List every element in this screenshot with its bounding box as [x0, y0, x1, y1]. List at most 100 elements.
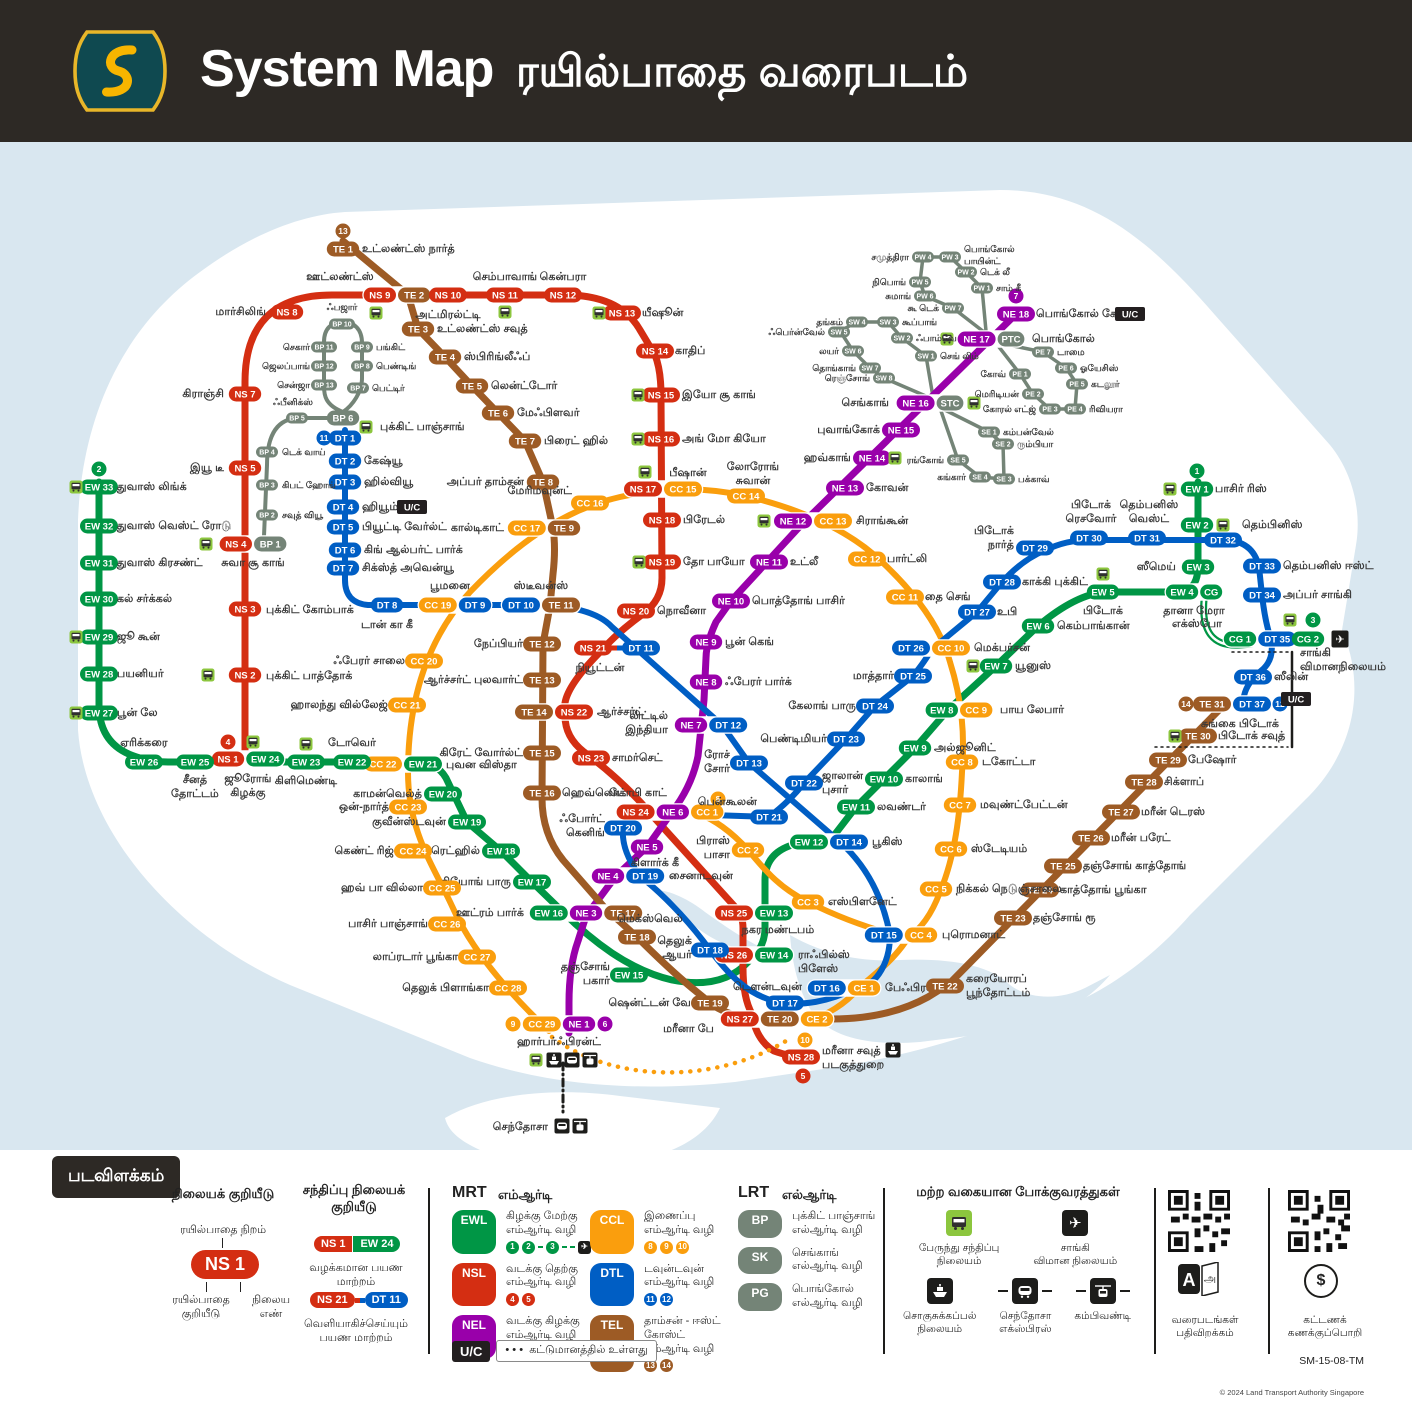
svg-text:கேஷ்யூ: கேஷ்யூ — [364, 455, 404, 468]
svg-text:உட்லண்ட்ஸ் நார்த்: உட்லண்ட்ஸ் நார்த் — [362, 243, 455, 256]
svg-text:டௌன்டவுன்: டௌன்டவுன் — [733, 981, 802, 993]
other-transport-plane: ✈சாங்கி விமான நிலையம் — [1033, 1210, 1117, 1268]
station-code-title: நிலையக் குறியீடு — [171, 1186, 275, 1201]
svg-text:U/C: U/C — [404, 503, 421, 514]
lrt-title: LRT — [738, 1184, 770, 1201]
svg-text:மெரிடியன்: மெரிடியன் — [975, 389, 1020, 400]
svg-text:TE 11: TE 11 — [549, 600, 575, 611]
svg-text:TE 23: TE 23 — [1000, 913, 1025, 924]
svg-text:டகோட்டா: டகோட்டா — [982, 756, 1036, 768]
svg-text:DT 37: DT 37 — [1239, 699, 1265, 710]
legend: படவிளக்கம் நிலையக் குறியீடு ரயில்பாதை நி… — [0, 1150, 1412, 1413]
svg-text:CC 13: CC 13 — [820, 516, 847, 527]
svg-text:தோ பாயோ: தோ பாயோ — [683, 556, 745, 569]
svg-text:பூகிஸ்: பூகிஸ் — [872, 836, 903, 849]
svg-text:NS 19: NS 19 — [649, 557, 675, 568]
legend-pill-ewl: EWL — [452, 1210, 496, 1254]
svg-text:NE 11: NE 11 — [756, 557, 783, 568]
svg-text:புக்கிட் பாத்தோக்: புக்கிட் பாத்தோக் — [266, 670, 352, 683]
svg-text:PW 5: PW 5 — [911, 279, 928, 286]
divider — [1154, 1188, 1156, 1354]
svg-text:ஃபஜார்: ஃபஜார் — [327, 302, 358, 313]
svg-text:தொங்காங்: தொங்காங் — [812, 363, 856, 374]
svg-text:சமுத்திரா: சமுத்திரா — [871, 252, 909, 263]
svg-text:லோரோங்சுவான்: லோரோங்சுவான் — [727, 461, 779, 487]
station-TE19: TE 19ஷென்ட்டன் வே — [609, 995, 729, 1011]
station-DT8: DT 8டான் கா கீ — [361, 597, 413, 631]
svg-text:3: 3 — [1311, 615, 1316, 625]
svg-text:ஹவ் பா வில்லா: ஹவ் பா வில்லா — [341, 882, 423, 894]
svg-text:PW 7: PW 7 — [944, 305, 961, 312]
station-SW7: SW 7தொங்காங் — [812, 362, 881, 374]
svg-text:CC 17: CC 17 — [513, 523, 540, 534]
svg-text:ஃபாம்வே: ஃபாம்வே — [916, 333, 957, 343]
maps-download-label: வரைபடங்கள் பதிவிறக்கம் — [1171, 1314, 1239, 1339]
svg-text:NS 24: NS 24 — [622, 807, 649, 818]
svg-text:TE 22: TE 22 — [932, 981, 957, 992]
svg-text:பாய லேபார்: பாய லேபார் — [1000, 704, 1064, 716]
line-terminal-number — [1189, 463, 1205, 479]
svg-text:TE 9: TE 9 — [554, 523, 574, 534]
svg-text:DT 25: DT 25 — [900, 671, 927, 682]
station-CC16: CC 16மேரிமவுன்ட் — [508, 485, 609, 511]
qr-fare — [1288, 1190, 1350, 1255]
svg-text:கம்பன்வேல்: கம்பன்வேல் — [1003, 427, 1054, 437]
other-transport-label: செந்தோசா எக்ஸ்பிரஸ் — [999, 1310, 1052, 1335]
svg-text:பங்கிட்: பங்கிட் — [376, 342, 406, 352]
svg-text:NE 17: NE 17 — [963, 334, 989, 345]
svg-text:NS 27: NS 27 — [727, 1014, 753, 1025]
svg-text:ஹில்வியூ: ஹில்வியூ — [364, 476, 414, 489]
svg-text:மெக்ஸ்வெல்: மெக்ஸ்வெல் — [617, 913, 683, 925]
svg-text:EW 19: EW 19 — [453, 817, 482, 828]
station-CC21: CC 21ஹாலந்து வில்லேஜ் — [291, 697, 426, 713]
station-DT18: DT 18தெலுக்ஆயர் — [657, 935, 729, 961]
legend-pill-sk: SK — [738, 1246, 782, 1274]
svg-text:EW 6: EW 6 — [1026, 621, 1049, 632]
svg-text:NE 18: NE 18 — [1003, 309, 1029, 320]
station-DT29: DT 29பிடோக்நார்த் — [974, 525, 1054, 556]
svg-text:SW 4: SW 4 — [848, 319, 865, 326]
svg-text:NS 26: NS 26 — [721, 950, 747, 961]
station-EW5: EW 5பிடோக் — [1083, 567, 1123, 617]
svg-text:தஞ்சோங் காத்தோங்: தஞ்சோங் காத்தோங் — [1083, 860, 1186, 873]
svg-text:பார்ட்லி: பார்ட்லி — [887, 552, 927, 565]
legend-pill-nsl: NSL — [452, 1262, 496, 1306]
svg-text:DT 33: DT 33 — [1249, 561, 1275, 572]
svg-text:பிடோக்: பிடோக் — [1083, 605, 1123, 617]
svg-text:எஸ்பிளனேட்: எஸ்பிளனேட் — [828, 896, 897, 908]
svg-text:5: 5 — [801, 1071, 806, 1081]
svg-text:TE 8: TE 8 — [533, 477, 553, 488]
svg-text:EW 16: EW 16 — [535, 908, 564, 919]
station-PW7: PW 7கூ டெக் — [908, 302, 964, 314]
interchange-title: சந்திப்பு நிலையக் குறியீடு — [302, 1182, 406, 1214]
svg-text:EW 31: EW 31 — [85, 558, 114, 569]
svg-text:நொவீனா: நொவீனா — [657, 604, 706, 618]
svg-text:TE 29: TE 29 — [1155, 755, 1180, 766]
station-BP11: BP 11செகார் — [283, 341, 337, 353]
svg-text:கடலூர்: கடலூர் — [1091, 379, 1120, 390]
station-SW8: SW 8ரெஞ்சோங் — [825, 372, 895, 384]
svg-text:8: 8 — [716, 794, 721, 804]
svg-text:பொங்கோல்பாயின்ட்: பொங்கோல்பாயின்ட் — [964, 244, 1015, 266]
line-terminal-number — [1305, 612, 1321, 628]
svg-text:DT 16: DT 16 — [814, 983, 840, 994]
svg-text:லென்ட்டோர்: லென்ட்டோர் — [491, 380, 557, 392]
svg-text:9: 9 — [511, 1019, 516, 1029]
pointer-line — [206, 1282, 207, 1292]
